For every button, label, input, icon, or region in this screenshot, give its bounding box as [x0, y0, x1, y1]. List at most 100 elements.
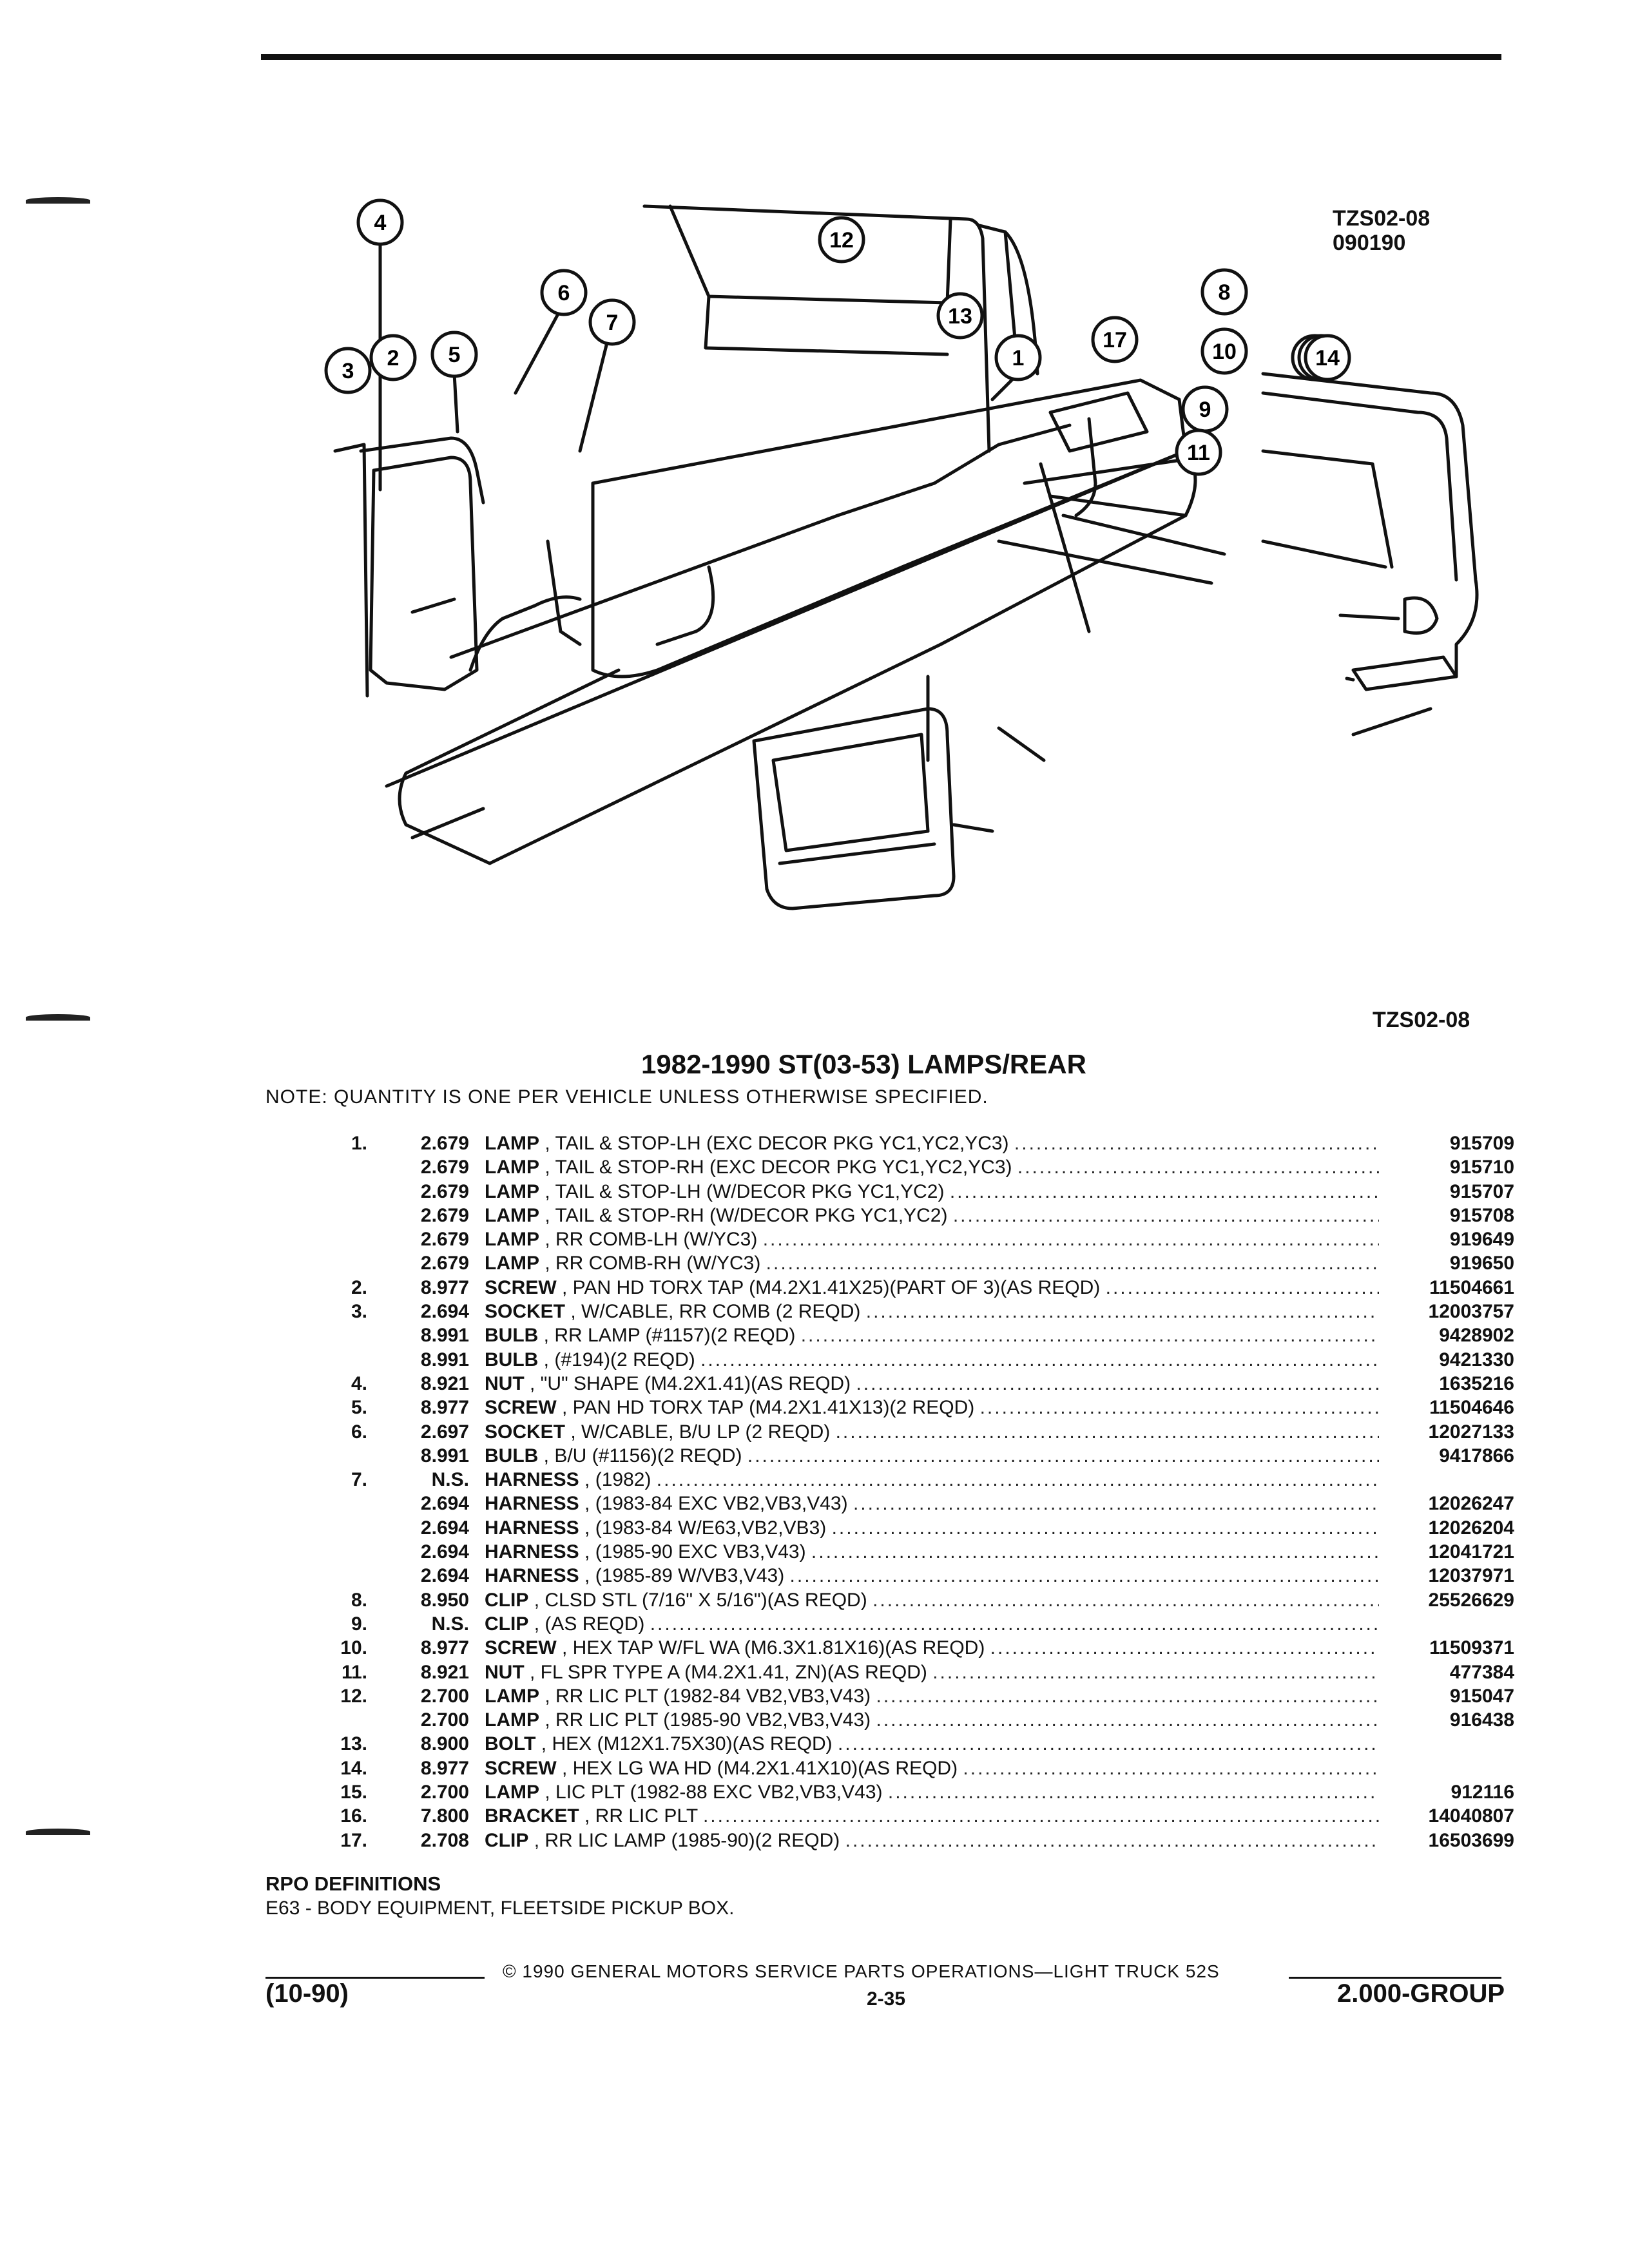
figure-date-code: 090190: [1333, 231, 1406, 255]
item-number: 16.: [340, 1805, 367, 1827]
part-spec: , TAIL & STOP-RH (W/DECOR PKG YC1,YC2): [545, 1204, 948, 1226]
part-name: SCREW: [485, 1637, 557, 1659]
part-description: LAMP , TAIL & STOP-LH (EXC DECOR PKG YC1…: [485, 1131, 1379, 1155]
leader-dots: ........................................…: [876, 1685, 1380, 1707]
part-name: HARNESS: [485, 1565, 579, 1587]
figure-id: TZS02-08: [1333, 206, 1431, 231]
part-number: 12026204: [1428, 1517, 1514, 1539]
part-name: LAMP: [485, 1782, 539, 1803]
group-number: 2.694: [420, 1565, 469, 1587]
part-name: CLIP: [485, 1829, 529, 1851]
item-number: 13.: [340, 1733, 367, 1755]
part-spec: , (1985-90 EXC VB3,V43): [584, 1541, 806, 1563]
part-spec: , PAN HD TORX TAP (M4.2X1.41X25)(PART OF…: [562, 1276, 1101, 1298]
part-name: HARNESS: [485, 1517, 579, 1539]
part-spec: , TAIL & STOP-LH (W/DECOR PKG YC1,YC2): [545, 1180, 945, 1202]
group-number: 7.800: [420, 1805, 469, 1827]
leader-dots: ........................................…: [872, 1589, 1379, 1611]
leader-dots: ........................................…: [876, 1709, 1380, 1731]
callout-2: 2: [369, 334, 417, 381]
part-name: HARNESS: [485, 1469, 579, 1491]
part-name: BULB: [485, 1349, 539, 1370]
part-spec: , RR COMB-RH (W/YC3): [545, 1253, 761, 1274]
part-number: 12026247: [1428, 1493, 1514, 1515]
part-number: 915707: [1449, 1180, 1514, 1202]
group-number: 2.679: [420, 1204, 469, 1226]
part-name: LAMP: [485, 1180, 539, 1202]
callout-8: 8: [1200, 268, 1248, 316]
part-number: 477384: [1449, 1661, 1514, 1683]
section-group: 2.000-GROUP: [1337, 1979, 1505, 2008]
group-number: 8.977: [420, 1637, 469, 1659]
part-description: LAMP , RR LIC PLT (1985-90 VB2,VB3,V43) …: [485, 1708, 1379, 1732]
part-spec: , (AS REQD): [534, 1613, 645, 1635]
callout-4: 4: [356, 198, 404, 246]
part-number: 1635216: [1439, 1372, 1514, 1394]
svg-text:12: 12: [829, 228, 854, 253]
item-number: 8.: [351, 1589, 367, 1611]
part-description: CLIP , RR LIC LAMP (1985-90)(2 REQD) ...…: [485, 1829, 1379, 1852]
leader-dots: ........................................…: [650, 1613, 1379, 1635]
footer-rule: [1289, 1977, 1501, 1979]
leader-dots: ........................................…: [811, 1541, 1379, 1563]
part-description: HARNESS , (1983-84 EXC VB2,VB3,V43) ....…: [485, 1492, 1379, 1515]
part-number: 915047: [1449, 1685, 1514, 1707]
part-spec: , (1983-84 EXC VB2,VB3,V43): [584, 1493, 848, 1515]
group-number: 8.977: [420, 1397, 469, 1419]
callout-13: 13: [936, 292, 984, 340]
part-description: LAMP , RR COMB-RH (W/YC3) ..............…: [485, 1251, 1379, 1275]
part-number: 9428902: [1439, 1325, 1514, 1347]
group-number: 2.700: [420, 1685, 469, 1707]
callout-12: 12: [818, 216, 865, 264]
page-number: 2-35: [867, 1988, 906, 2010]
punch-mark: [26, 197, 90, 204]
part-name: LAMP: [485, 1229, 539, 1251]
leader-dots: ........................................…: [656, 1469, 1379, 1491]
part-spec: , TAIL & STOP-LH (EXC DECOR PKG YC1,YC2,…: [545, 1133, 1009, 1154]
group-number: N.S.: [431, 1613, 469, 1635]
part-spec: , PAN HD TORX TAP (M4.2X1.41X13)(2 REQD): [562, 1397, 975, 1419]
svg-text:1: 1: [1012, 346, 1025, 370]
leader-dots: ........................................…: [963, 1757, 1379, 1779]
group-number: 8.950: [420, 1589, 469, 1611]
part-number: 9421330: [1439, 1349, 1514, 1370]
part-spec: , (1985-89 W/VB3,V43): [584, 1565, 785, 1587]
part-spec: , (#194)(2 REQD): [543, 1349, 695, 1370]
part-description: NUT , FL SPR TYPE A (M4.2X1.41, ZN)(AS R…: [485, 1660, 1379, 1684]
part-name: LAMP: [485, 1133, 539, 1154]
item-number: 15.: [340, 1782, 367, 1803]
leader-dots: ........................................…: [762, 1229, 1379, 1251]
group-number: 2.694: [420, 1541, 469, 1563]
item-number: 7.: [351, 1469, 367, 1491]
part-spec: , FL SPR TYPE A (M4.2X1.41, ZN)(AS REQD): [530, 1661, 927, 1683]
footer-rule: [265, 1977, 485, 1979]
group-number: 2.708: [420, 1829, 469, 1851]
group-number: 2.694: [420, 1301, 469, 1323]
group-number: 2.700: [420, 1782, 469, 1803]
part-description: CLIP , (AS REQD) .......................…: [485, 1612, 1379, 1636]
copyright: © 1990 GENERAL MOTORS SERVICE PARTS OPER…: [503, 1961, 1220, 1981]
part-name: NUT: [485, 1372, 525, 1394]
leader-dots: ........................................…: [789, 1565, 1379, 1587]
callout-17: 17: [1091, 316, 1139, 363]
part-number: 12027133: [1428, 1421, 1514, 1443]
punch-mark: [26, 1014, 90, 1021]
parts-row: 8. 8.950 CLIP , CLSD STL (7/16" X 5/16")(A…: [303, 1588, 1514, 1612]
leader-dots: ........................................…: [865, 1301, 1379, 1323]
leader-dots: ........................................…: [1105, 1276, 1379, 1298]
rpo-heading: RPO DEFINITIONS: [265, 1872, 441, 1895]
group-number: 8.921: [420, 1372, 469, 1394]
part-number: 12041721: [1428, 1541, 1514, 1563]
part-name: LAMP: [485, 1253, 539, 1274]
part-description: CLIP , CLSD STL (7/16" X 5/16")(AS REQD)…: [485, 1588, 1379, 1612]
item-number: 11.: [341, 1661, 367, 1683]
part-description: HARNESS , (1985-90 EXC VB3,V43) ........…: [485, 1540, 1379, 1564]
group-number: 2.679: [420, 1180, 469, 1202]
group-number: 2.679: [420, 1253, 469, 1274]
svg-text:7: 7: [606, 311, 619, 335]
